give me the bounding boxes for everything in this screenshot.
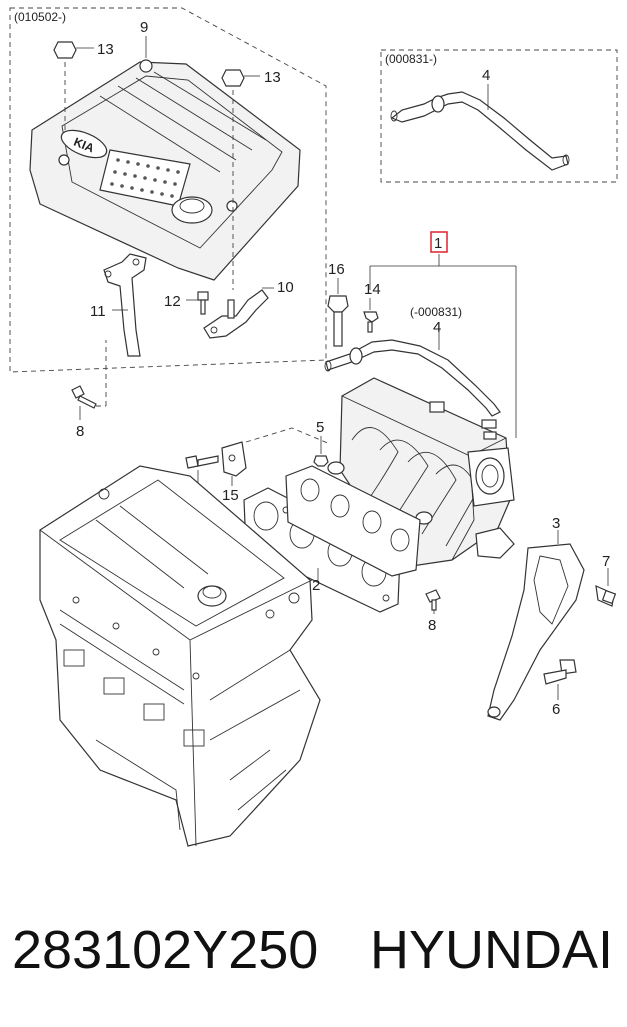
callout-2: 2 [312,577,320,594]
part-number: 283102Y250 [12,920,319,980]
callout-8-right: 8 [428,617,436,634]
callout-6: 6 [552,701,560,718]
hose-range-code: (000831-) [385,52,437,66]
callout-15: 15 [222,487,239,504]
bolt-12[interactable] [186,291,209,315]
cover-group: (010502-) KIA [9,7,327,373]
pcv-hose[interactable] [390,91,570,171]
callout-16: 16 [328,261,345,278]
callout-1-highlight [430,231,448,253]
callout-14-top: 14 [364,281,381,298]
callout-13-right: 13 [264,69,281,86]
exploded-parts-diagram: (010502-) KIA [9,7,618,847]
bolt-8-left[interactable] [71,385,106,420]
bracket-10[interactable] [203,289,269,339]
brand-name: HYUNDAI [369,920,613,980]
callout-9: 9 [140,19,148,36]
nut-13-right[interactable] [221,69,260,290]
footer: 283102Y250 HYUNDAI [0,905,627,1000]
callout-4-top: 4 [482,67,490,84]
callout-1: 1 [434,235,442,252]
bolt-7[interactable] [595,568,617,607]
engine-cover[interactable]: KIA [29,59,301,281]
bracket-15[interactable] [221,441,247,486]
callout-8-left: 8 [76,423,84,440]
manifold-stay[interactable] [487,543,585,721]
callout-3: 3 [552,515,560,532]
pcv-hose-lower[interactable] [324,339,501,417]
nut-13-left[interactable] [53,41,94,59]
nut-5[interactable] [313,436,329,467]
bracket-11[interactable] [103,253,147,357]
callout-5: 5 [316,419,324,436]
callout-7: 7 [602,553,610,570]
screw-14-left[interactable] [185,455,219,484]
bolt-6[interactable] [543,659,577,700]
cover-range-code: (010502-) [14,10,66,24]
bolt-16[interactable] [327,278,349,347]
callout-12: 12 [164,293,181,310]
callout-13-left: 13 [97,41,114,58]
engine-block [39,465,321,847]
screw-14-top[interactable] [363,298,379,333]
bolt-8-right[interactable] [425,589,441,614]
callout-11: 11 [90,303,106,320]
callout-4-mid: 4 [433,319,441,336]
hose-group: (000831-) 4 [380,49,618,183]
manifold-range-code: (-000831) [410,305,462,319]
manifold-flange-plate [285,465,421,577]
callout-10: 10 [277,279,294,296]
